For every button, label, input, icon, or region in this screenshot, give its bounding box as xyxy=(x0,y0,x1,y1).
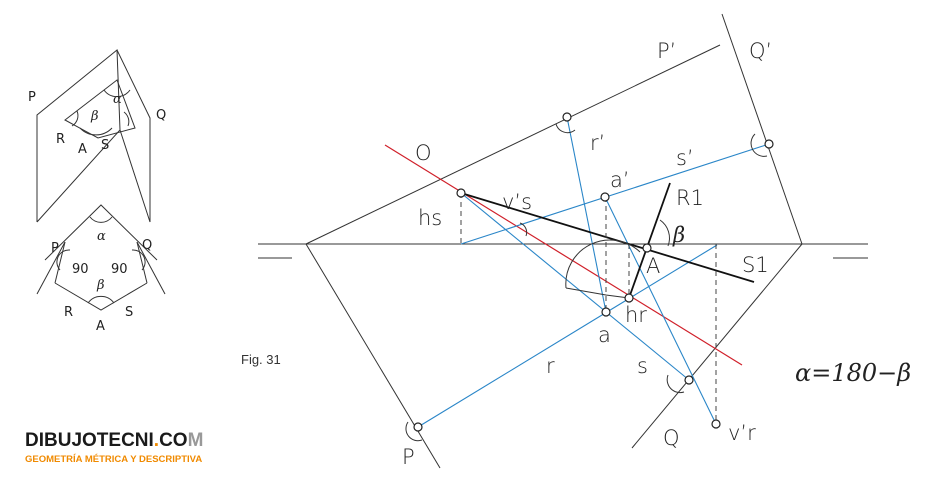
angle-left-arc xyxy=(71,110,79,127)
angle-right-arc xyxy=(123,111,130,127)
label-r-bottom: R xyxy=(64,305,73,320)
line-r1 xyxy=(628,182,671,299)
angle-beta-arc xyxy=(79,127,113,136)
left-bottom-sketch: P Q R A S α β 90 90 xyxy=(36,204,166,334)
angle-mark-q-prime xyxy=(750,133,768,157)
point-q-prime-foot xyxy=(764,139,774,149)
label-p-bottom: P xyxy=(51,241,59,256)
small-angle-mark xyxy=(519,222,528,237)
main-diagram: P’ Q’ O r’ s’ a’ R1 hs v’s β A S1 hr a r… xyxy=(258,13,868,469)
label-o: O xyxy=(415,141,432,165)
angle-mark-r-prime xyxy=(555,123,576,134)
blue-line-r xyxy=(417,244,718,428)
label-90-left: 90 xyxy=(72,262,89,277)
pentagon-lower-sides xyxy=(54,282,148,311)
label-hr: hr xyxy=(625,303,647,327)
plane-p-outline xyxy=(36,48,121,223)
label-A: A xyxy=(646,254,660,278)
pentagon-upper-sides xyxy=(44,204,158,261)
label-vr: v’r xyxy=(728,421,756,445)
label-q-bottom: Q xyxy=(142,238,152,253)
logo-tagline: GEOMETRÍA MÉTRICA Y DESCRIPTIVA xyxy=(25,454,202,465)
logo-name-co: CO xyxy=(159,430,188,451)
pentagon-left-arc xyxy=(56,249,71,271)
point-A xyxy=(642,243,652,253)
blue-line-s xyxy=(460,192,690,381)
label-s1: S1 xyxy=(742,253,769,277)
label-beta-bottom: β xyxy=(96,278,105,293)
label-a-bottom: A xyxy=(96,319,105,334)
trace-p-prime xyxy=(305,44,721,245)
point-p-foot xyxy=(413,422,423,432)
point-vr xyxy=(711,419,721,429)
point-q-foot xyxy=(684,375,694,385)
pentagon-beta-arc xyxy=(87,295,115,304)
label-a-prime: a’ xyxy=(610,168,630,192)
label-alpha-bottom: α xyxy=(97,229,106,244)
label-q-top: Q xyxy=(156,108,166,123)
pentagon-left-side xyxy=(54,241,66,284)
plane-q-outline xyxy=(116,49,151,223)
point-hr xyxy=(624,293,634,303)
label-r-prime: r’ xyxy=(590,131,605,155)
label-q-prime: Q’ xyxy=(749,39,772,63)
trace-q-prime xyxy=(721,13,803,245)
pentagon-alpha-arc xyxy=(89,216,113,223)
label-p-top: P xyxy=(28,90,36,105)
label-s: s xyxy=(637,354,648,378)
point-r-prime-foot xyxy=(562,112,572,122)
rabatment-arc xyxy=(565,239,641,289)
label-r: r xyxy=(546,354,555,378)
trace-q xyxy=(631,243,803,449)
left-top-sketch: P Q R A S α β xyxy=(28,48,166,223)
blue-line-to-vr xyxy=(604,196,717,425)
label-p: P xyxy=(402,445,415,469)
figure-caption: Fig. 31 xyxy=(241,352,281,367)
site-logo: DIBUJOTECNI.COM GEOMETRÍA MÉTRICA Y DESC… xyxy=(25,430,203,465)
pentagon-right-arc xyxy=(131,249,146,271)
line-vs-to-s1 xyxy=(460,192,755,283)
label-s-bottom: S xyxy=(125,305,133,320)
blue-perp-to-p-prime xyxy=(566,116,607,313)
label-beta-top: β xyxy=(90,109,99,124)
label-90-right: 90 xyxy=(111,262,128,277)
angle-mark-p xyxy=(405,421,423,442)
formula: α=180−β xyxy=(795,359,911,387)
edge-q xyxy=(136,241,166,295)
label-q: Q xyxy=(663,426,680,450)
logo-name-m: M xyxy=(188,430,204,451)
label-s-prime: s’ xyxy=(676,146,694,170)
label-alpha-top: α xyxy=(113,92,122,107)
logo-name-start: DIBUJOTECNI xyxy=(25,430,154,451)
label-vs: v’s xyxy=(502,190,532,214)
label-a: a xyxy=(598,323,611,347)
blue-line-s-prime xyxy=(460,143,770,245)
logo-wordmark: DIBUJOTECNI.COM xyxy=(25,430,203,451)
edge-p xyxy=(36,241,66,295)
point-vs xyxy=(456,188,466,198)
label-hs: hs xyxy=(418,206,442,230)
label-r-top: R xyxy=(56,132,65,147)
rabatment-chord xyxy=(565,287,630,299)
trace-p xyxy=(305,243,441,469)
label-p-prime: P’ xyxy=(657,39,676,63)
label-s-top: S xyxy=(101,138,109,153)
logo-dot: . xyxy=(154,430,159,451)
angle-mark-q xyxy=(666,374,685,394)
label-beta-main: β xyxy=(672,223,685,247)
red-auxiliary-line xyxy=(384,144,743,366)
point-a xyxy=(601,307,611,317)
angle-beta-arc-main xyxy=(659,219,670,247)
label-r1: R1 xyxy=(676,186,704,210)
label-a-top: A xyxy=(78,142,87,157)
point-a-prime xyxy=(600,192,610,202)
pentagon-right-side xyxy=(136,241,148,284)
angle-alpha-arc xyxy=(103,89,131,98)
section-triangle xyxy=(64,79,136,139)
